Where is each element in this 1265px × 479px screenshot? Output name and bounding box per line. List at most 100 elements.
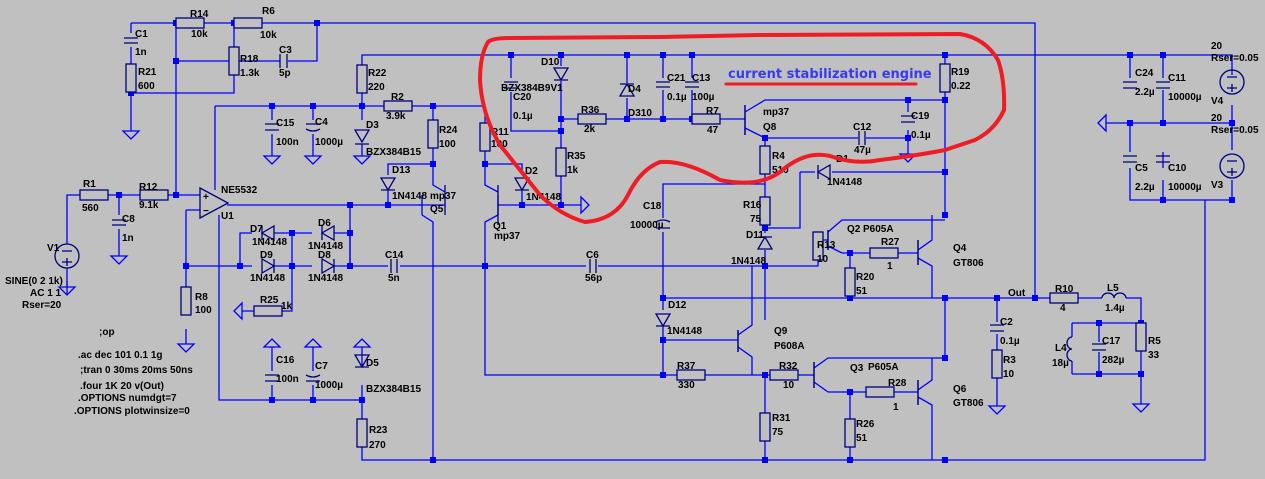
label-C24: C24 (1135, 68, 1154, 79)
label-Q6: Q6 (953, 384, 967, 395)
label-V3: V3 (1211, 180, 1224, 191)
value-C8: 1n (122, 233, 134, 244)
directive-options-numdgt[interactable]: .OPTIONS numdgt=7 (78, 393, 177, 404)
label-R14: R14 (190, 9, 209, 20)
inductor-L4 (1066, 336, 1073, 362)
model-Q8: mp37 (763, 107, 790, 118)
model-Q1: mp37 (494, 231, 521, 242)
label-V4: V4 (1211, 96, 1224, 107)
value-R26: 51 (856, 433, 868, 444)
value-C17: 282µ (1102, 355, 1125, 366)
value-D1: 1N4148 (827, 177, 862, 188)
label-L5: L5 (1107, 283, 1119, 294)
label-D13: D13 (392, 165, 411, 176)
annotation-text: current stabilization engine (728, 67, 932, 82)
directive-op[interactable]: ;op (99, 327, 115, 338)
value-C7: 1000µ (315, 380, 343, 391)
model-Q4: GT806 (953, 258, 984, 269)
value-D8: 1N4148 (308, 273, 343, 284)
value-R1: 560 (82, 203, 99, 214)
directive-options-plotwinsize[interactable]: .OPTIONS plotwinsize=0 (74, 406, 190, 417)
value-R18: 1.3k (240, 68, 260, 79)
opamp-plus: + (203, 192, 209, 203)
model-Q6: GT806 (953, 398, 984, 409)
v3-voltage: 20 (1211, 113, 1223, 124)
junctions (116, 20, 1235, 463)
v4-voltage: 20 (1211, 41, 1223, 52)
resistor-R27 (869, 247, 899, 259)
diode-D5 (353, 354, 371, 369)
label-R1: R1 (83, 179, 96, 190)
spice-directives: ;op .ac dec 101 0.1 1g ;tran 0 30ms 20ms… (74, 327, 193, 417)
value-D9: 1N4148 (250, 273, 285, 284)
source-V1 (54, 243, 80, 269)
label-C8: C8 (122, 214, 135, 225)
diode-D6 (320, 224, 335, 242)
label-R25: R25 (260, 295, 279, 306)
label-C19: C19 (911, 111, 930, 122)
value-R35: 1k (567, 165, 579, 176)
value-D3: BZX384B15 (366, 147, 421, 158)
value-D11: 1N4148 (731, 256, 766, 267)
label-C13: C13 (692, 73, 711, 84)
label-C12: C12 (853, 122, 872, 133)
label-R10: R10 (1055, 284, 1074, 295)
label-C21: C21 (667, 73, 686, 84)
label-R19: R19 (951, 67, 970, 78)
resistor-R25 (253, 305, 283, 317)
inductor-L5 (1101, 292, 1127, 299)
label-R7: R7 (706, 106, 719, 117)
value-R32: 10 (783, 380, 795, 391)
resistor-R1 (79, 189, 109, 201)
value-C6: 56p (585, 273, 602, 284)
value-C14: 5n (388, 273, 400, 284)
label-R4: R4 (772, 151, 785, 162)
value-R10: 4 (1060, 303, 1066, 314)
value-C2: 0.1µ (1000, 336, 1020, 347)
label-D6: D6 (318, 218, 331, 229)
ground-icon (122, 124, 140, 140)
directive-ac[interactable]: .ac dec 101 0.1 1g (78, 350, 163, 361)
value-C13: 100µ (692, 92, 715, 103)
value-R24: 100 (439, 139, 456, 150)
value-C24: 2.2µ (1135, 87, 1155, 98)
label-R12: R12 (139, 182, 158, 193)
net-label-out: Out (1008, 288, 1026, 299)
ground-icon (1132, 397, 1150, 413)
capacitor-C21 (656, 81, 670, 88)
label-Q3: Q3 (850, 363, 864, 374)
diode-D1 (816, 163, 831, 181)
capacitor-C10 (1156, 155, 1170, 163)
model-Q3: P605A (868, 362, 899, 373)
label-R6: R6 (262, 6, 275, 17)
label-R18: R18 (240, 54, 259, 65)
resistor-R11 (479, 122, 491, 152)
value-C10: 10000µ (1168, 182, 1202, 193)
value-C4: 1000µ (315, 137, 343, 148)
capacitor-C4 (305, 123, 321, 132)
diode-D9 (261, 257, 276, 275)
ground-icon (352, 338, 372, 353)
label-R28: R28 (888, 378, 907, 389)
value-D6: 1N4148 (308, 241, 343, 252)
value-C3: 5p (279, 68, 291, 79)
diode-D2 (513, 177, 531, 192)
highlight-annotation: current stabilization engine (478, 32, 1007, 224)
value-R2: 3.9k (386, 111, 406, 122)
ground-icon (575, 195, 590, 215)
directive-tran[interactable]: ;tran 0 30ms 20ms 50ns (80, 365, 193, 376)
value-R23: 270 (369, 440, 386, 451)
value-R22: 220 (368, 82, 385, 93)
capacitor-C13 (685, 81, 699, 88)
label-Q8: Q8 (763, 122, 777, 133)
diode-D7 (260, 224, 275, 242)
value-D13: 1N4148 (392, 191, 427, 202)
label-R3: R3 (1003, 355, 1016, 366)
capacitor-C6 (589, 259, 597, 273)
label-R31: R31 (772, 413, 791, 424)
value-D12: 1N4148 (667, 326, 702, 337)
directive-four[interactable]: .four 1K 20 v(Out) (80, 381, 164, 392)
model-Q9: P608A (774, 341, 805, 352)
value-C21: 0.1µ (667, 92, 687, 103)
